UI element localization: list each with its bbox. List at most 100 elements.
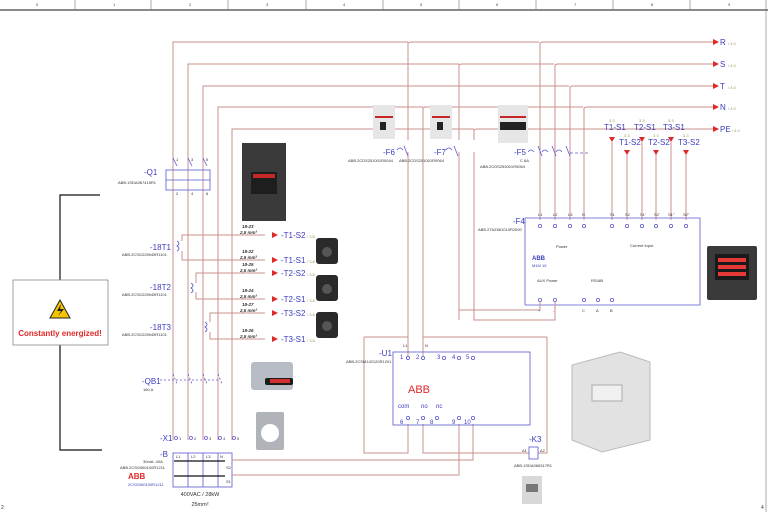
- term: A: [596, 308, 599, 313]
- k3-part: ABB.1SDA066317R1: [514, 463, 553, 468]
- abb-logo: ABB: [128, 472, 146, 481]
- relay-photo: [571, 351, 651, 453]
- ct-part: ABB.2CSG225945R1101: [122, 292, 168, 297]
- ct-ref: / 3.8: [307, 259, 316, 264]
- k3-a2: A2: [540, 448, 546, 453]
- q1-tag: -Q1: [144, 168, 158, 177]
- wire-size: 2,5 mm²: [239, 230, 258, 235]
- ct-input-ref: 3.3: [683, 133, 689, 138]
- ruler-label: 5: [420, 2, 423, 7]
- term: B: [610, 308, 613, 313]
- ct-input-label: T2-S1: [634, 123, 656, 132]
- ruler-label: 4: [343, 2, 346, 7]
- bus-ref: / 4.0: [728, 41, 737, 46]
- bus-PE: PE: [720, 125, 731, 134]
- wire-size: 2,5 mm²: [239, 255, 258, 260]
- ct-input-ref: 3.3: [668, 118, 674, 123]
- s1: S1: [226, 479, 232, 484]
- contactor-k3: -K3 A1 A2 ABB.1SDA066317R1: [514, 435, 553, 504]
- k3-a1: A1: [522, 448, 528, 453]
- wire-number: 18-24: [242, 288, 254, 293]
- term: S1'': [668, 212, 675, 217]
- wire-size: 2,5 mm²: [239, 294, 258, 299]
- rcm-rating: 30mA..40A: [143, 459, 163, 464]
- term: L3: [568, 212, 573, 217]
- bus-S: S: [720, 60, 725, 69]
- bus-N: N: [720, 103, 726, 112]
- breaker-f7[interactable]: -F7 ABB.2CDS251001R0064: [399, 145, 459, 163]
- term: 4: [223, 436, 226, 441]
- ct-tag: -18T2: [150, 283, 171, 292]
- power-label: Power: [556, 244, 568, 249]
- s2: S2: [226, 465, 232, 470]
- switch-qb1[interactable]: -QB1 160 A: [142, 373, 223, 392]
- f6-tag: -F6: [383, 148, 396, 157]
- x1-tag: -X1: [160, 434, 173, 443]
- ct-tag: -18T1: [150, 243, 171, 252]
- term: 3: [437, 355, 441, 361]
- rcm-tag: -B: [160, 450, 168, 459]
- term: 5: [206, 157, 209, 162]
- wire-label: N: [425, 343, 428, 348]
- term: S2'': [683, 212, 690, 217]
- high-voltage-warning-icon: [49, 298, 71, 319]
- wire-size: 2,5 mm²: [239, 268, 258, 273]
- abb-logo: ABB: [532, 256, 546, 262]
- bus-ref: / 4.0: [728, 85, 737, 90]
- rcm-b: L1 L2 L3 N S2 S1 -B 30mA..40A ABB.2CSG06…: [120, 450, 233, 488]
- breaker-f6[interactable]: -F6 ABB.2CDS251001R0044: [348, 145, 409, 163]
- term: 6: [206, 191, 209, 196]
- ct-target: -T1-S2: [281, 231, 306, 240]
- bus-ref: / 4.0: [728, 63, 737, 68]
- page-corner: 2: [1, 505, 4, 511]
- wire-number: 18-25: [242, 262, 254, 267]
- ct-part: ABB.2CSG225945R1101: [122, 252, 168, 257]
- bus-ref: / 4.0: [728, 106, 737, 111]
- breaker-q1[interactable]: -Q1 ABB.1SDA067415R1 1 3 5 2 4 6: [118, 157, 211, 196]
- q1-part: ABB.1SDA067415R1: [118, 180, 157, 185]
- ct-photos: [316, 238, 338, 338]
- ct-ref: / 3.8: [307, 312, 316, 317]
- switch-photo: [251, 362, 293, 390]
- u1-part: ABB.2CSM142120R1201: [346, 359, 392, 364]
- ct-inputs: 3.3T1-S1 3.3T1-S2 3.3T2-S1 3.3T2-S2 3.3T…: [604, 118, 700, 220]
- term: 4: [191, 191, 194, 196]
- u1-tag: -U1: [379, 349, 392, 358]
- ct-input-ref: 3.3: [653, 133, 659, 138]
- phase: L1: [176, 454, 181, 459]
- warning-note: Constantly energized!: [12, 194, 109, 451]
- term: 5: [466, 355, 470, 361]
- term: L1: [538, 212, 543, 217]
- wire-size: 2,5 mm²: [239, 334, 258, 339]
- f7-part: ABB.2CDS251001R0064: [399, 158, 445, 163]
- term: 2: [416, 355, 420, 361]
- rcm-code: 2CSG060100R1211: [128, 482, 165, 487]
- breaker-f5[interactable]: -F5 C 6A ABB.2CDS253001R0064: [480, 145, 590, 169]
- ruler-label: 9: [728, 2, 731, 7]
- term: 1: [179, 436, 182, 441]
- ct-part: ABB.2CSG225945R1101: [122, 332, 168, 337]
- ct-target: -T1-S1: [281, 256, 306, 265]
- ruler-label: 6: [496, 2, 499, 7]
- term: S1: [610, 212, 616, 217]
- f4-tag: -F4: [513, 217, 526, 226]
- term: 4: [452, 355, 456, 361]
- term: S2': [654, 212, 660, 217]
- term: L2: [553, 212, 558, 217]
- term: 2: [176, 191, 179, 196]
- ct-tag: -18T3: [150, 323, 171, 332]
- ct-input-ref: 3.3: [624, 133, 630, 138]
- breaker-photo: [242, 143, 286, 221]
- ct-wire-labels: 18-232,5 mm² -T1-S2/ 3.8 18-222,5 mm² -T…: [239, 224, 316, 344]
- ruler-label: 7: [574, 2, 577, 7]
- phase: L3: [206, 454, 211, 459]
- abb-logo: ABB: [408, 384, 430, 396]
- phase: L2: [191, 454, 196, 459]
- rcm-part: ABB.2CSG060100R1211: [120, 465, 166, 470]
- f5-rating: C 6A: [520, 158, 529, 163]
- term: 3: [209, 436, 212, 441]
- ct-ref: / 3.8: [307, 272, 316, 277]
- ct-ref: / 3.8: [307, 234, 316, 239]
- ct-target: -T2-S1: [281, 295, 306, 304]
- wire-number: 18-27: [242, 302, 254, 307]
